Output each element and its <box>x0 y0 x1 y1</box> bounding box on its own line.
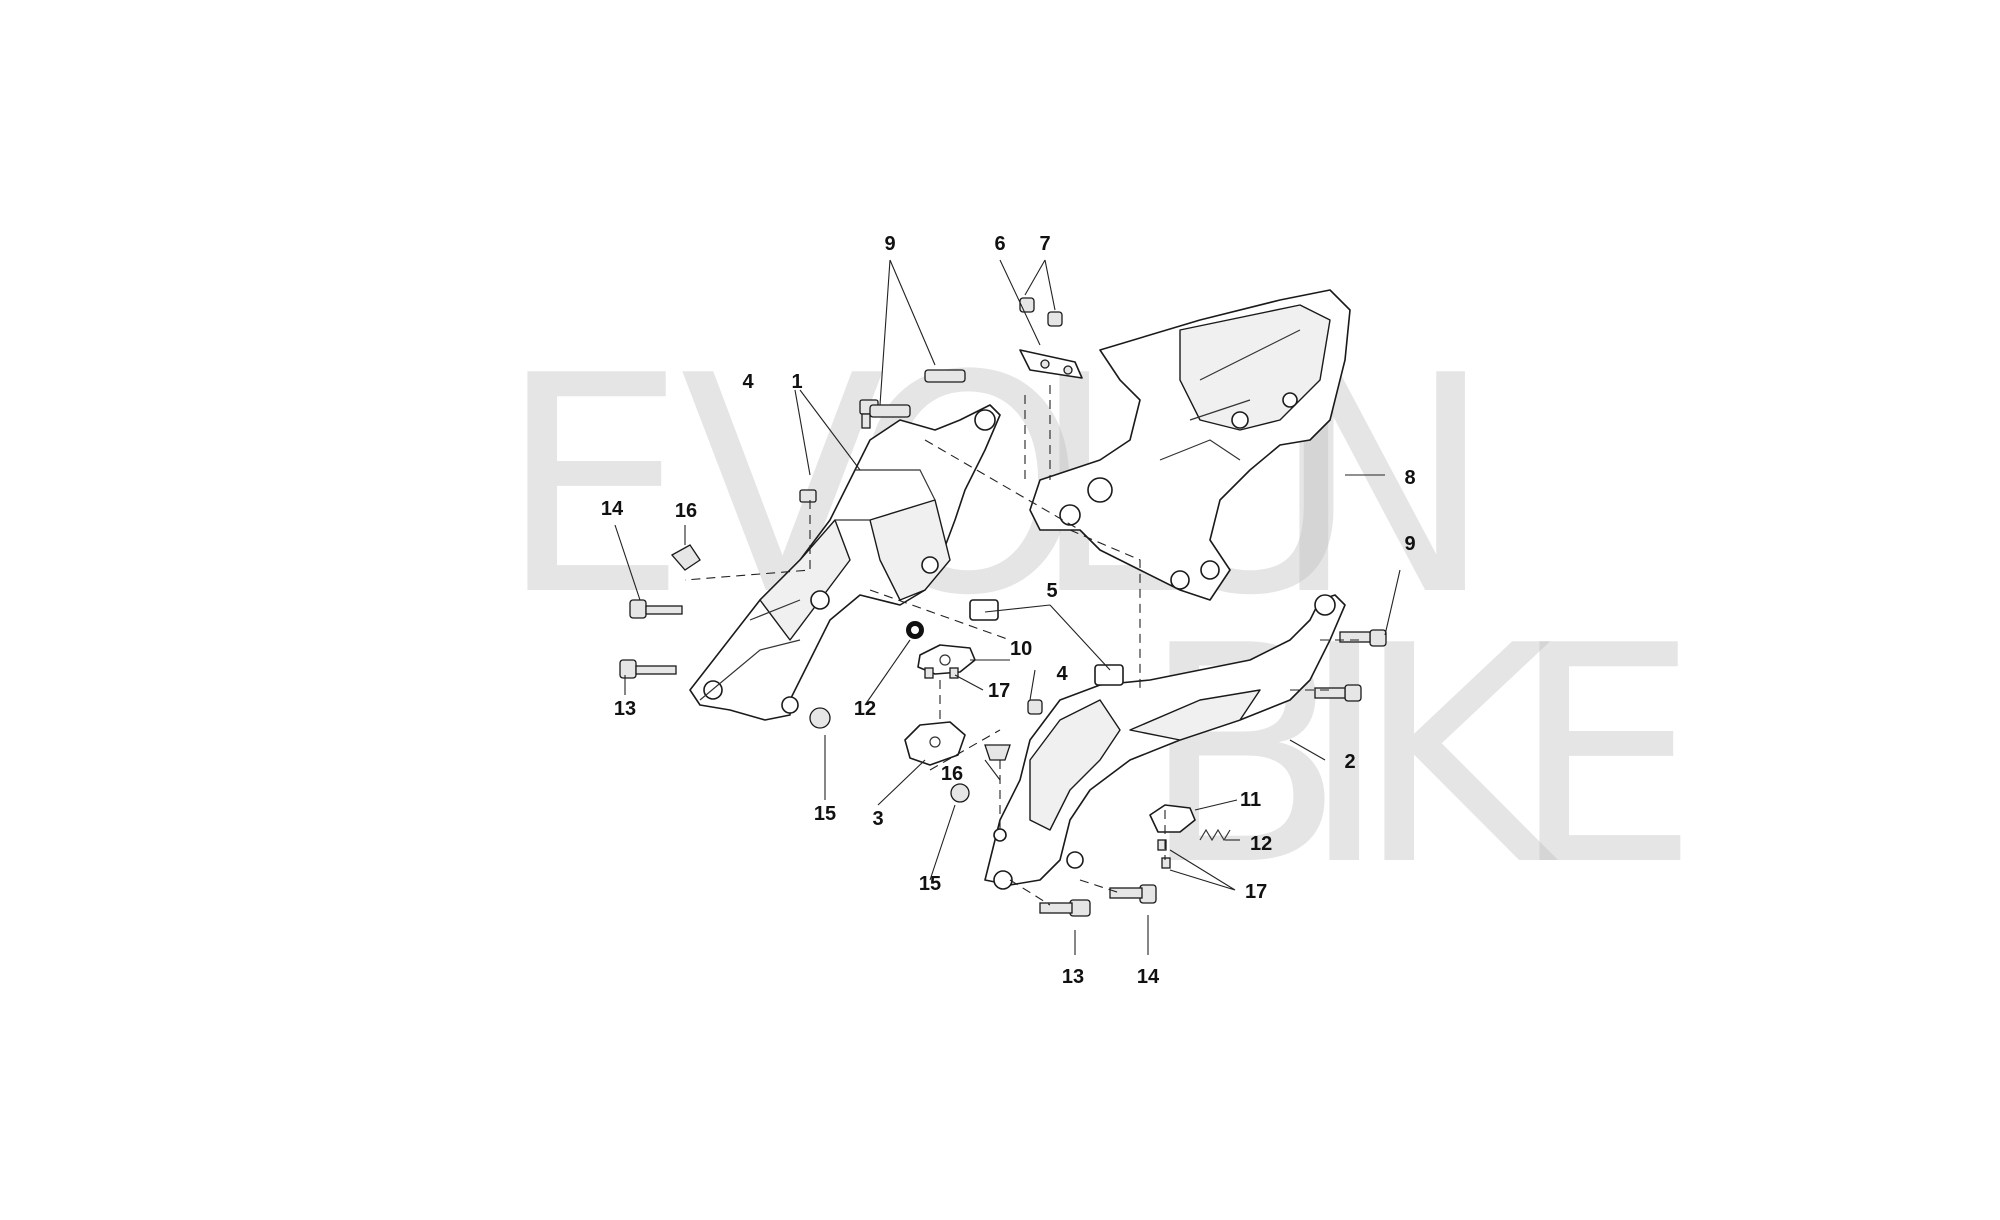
mount-plate-10 <box>917 644 976 675</box>
callout-9-top: 9 <box>884 233 895 255</box>
callout-17-left: 17 <box>988 680 1010 702</box>
left-bracket-part <box>689 404 1001 721</box>
callout-1: 1 <box>791 371 802 393</box>
leader-lines <box>614 259 1401 955</box>
watermark: E V O L U N B I K E <box>498 312 1700 931</box>
callout-17-right: 17 <box>1245 881 1267 903</box>
watermark-letter-e2: E <box>1510 582 1700 931</box>
callout-13-left: 13 <box>614 698 636 720</box>
callout-4-mid: 4 <box>1056 663 1068 685</box>
callout-14-right: 14 <box>1137 966 1160 988</box>
callout-9-right: 9 <box>1404 533 1415 555</box>
callout-15-left: 15 <box>814 803 836 825</box>
callout-5: 5 <box>1046 580 1057 602</box>
callout-2: 2 <box>1344 751 1355 773</box>
watermark-letter-k: K <box>1355 582 1561 931</box>
mount-plate-3 <box>904 721 966 766</box>
callouts: 9 6 7 4 1 8 9 5 10 17 4 12 3 2 11 12 17 … <box>601 233 1416 988</box>
callout-11: 11 <box>1240 789 1261 811</box>
callout-10: 10 <box>1010 638 1032 660</box>
callout-16-left: 16 <box>675 500 697 522</box>
callout-15-mid: 15 <box>919 873 941 895</box>
callout-14-left: 14 <box>601 498 624 520</box>
callout-16-mid: 16 <box>941 763 963 785</box>
callout-7: 7 <box>1039 233 1050 255</box>
callout-12-right: 12 <box>1250 833 1272 855</box>
callout-8: 8 <box>1404 467 1415 489</box>
right-bracket-part <box>984 594 1346 890</box>
hardware <box>619 297 1387 917</box>
callout-6: 6 <box>994 233 1005 255</box>
mount-plate-11 <box>1149 804 1196 833</box>
callout-4-left: 4 <box>742 371 754 393</box>
alignment-lines <box>684 385 1360 906</box>
callout-3: 3 <box>872 808 883 830</box>
watermark-letter-e: E <box>498 312 688 661</box>
tail-frame-part <box>1029 289 1351 601</box>
callout-13-right: 13 <box>1062 966 1084 988</box>
callout-12-left: 12 <box>854 698 876 720</box>
